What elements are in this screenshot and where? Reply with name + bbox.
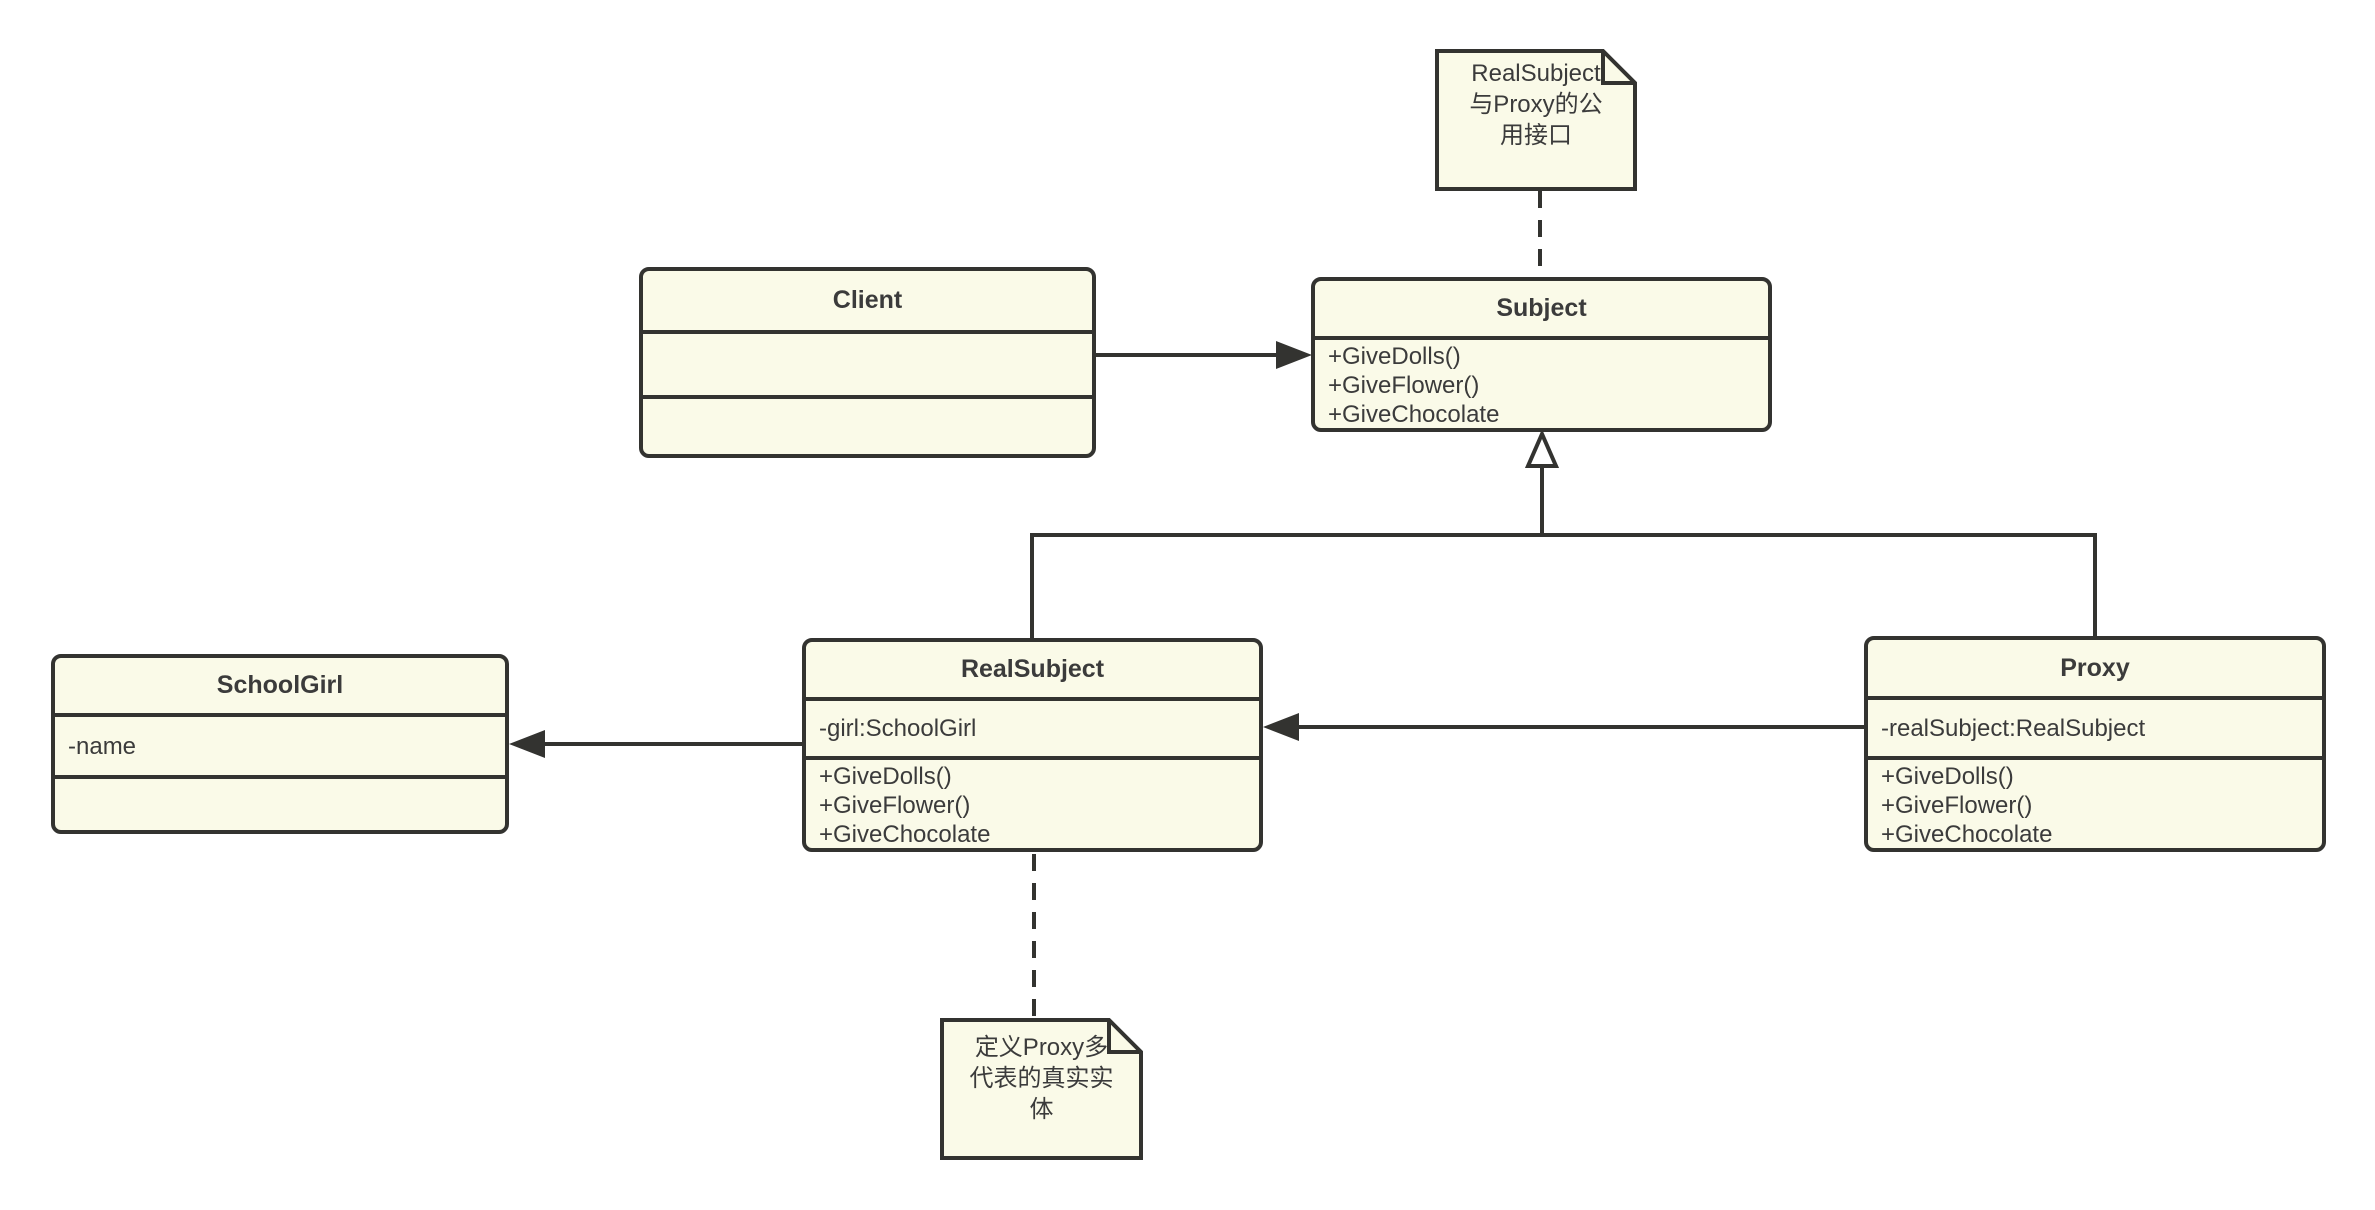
note-line: 用接口 (1500, 122, 1572, 149)
methods-compartment: +GiveDolls() +GiveFlower() +GiveChocolat… (1868, 756, 2322, 849)
attributes-compartment: -girl:SchoolGirl (806, 697, 1259, 756)
class-title: RealSubject (960, 655, 1105, 683)
method: +GiveChocolate (1881, 821, 2053, 848)
method: +GiveChocolate (819, 821, 991, 848)
arrowhead-icon (509, 730, 545, 758)
note-line: RealSubject (1471, 60, 1601, 87)
method: +GiveDolls() (819, 763, 952, 790)
class-client: Client (639, 267, 1096, 458)
note-shape-icon (1435, 49, 1637, 191)
association-realsubject-schoolgirl (509, 730, 802, 758)
attribute: -name (68, 732, 137, 760)
hollow-triangle-icon (1524, 429, 1560, 468)
note-line: 与Proxy的公 (1469, 91, 1603, 118)
note-subject-interface: RealSubject 与Proxy的公 用接口 (1435, 49, 1637, 191)
attributes-compartment (643, 330, 1092, 395)
class-title: SchoolGirl (216, 671, 344, 699)
attribute: -girl:SchoolGirl (819, 715, 977, 742)
methods-compartment: +GiveDolls() +GiveFlower() +GiveChocolat… (806, 756, 1259, 849)
class-title: Client (832, 286, 903, 314)
class-subject: Subject +GiveDolls() +GiveFlower() +Give… (1311, 277, 1772, 432)
attributes-compartment: -realSubject:RealSubject (1868, 696, 2322, 756)
note-shape-icon (940, 1018, 1143, 1160)
class-schoolgirl: SchoolGirl -name (51, 654, 509, 834)
arrowhead-icon (1263, 713, 1299, 741)
method: +GiveFlower() (819, 792, 971, 819)
note-line: 代表的真实实 (969, 1065, 1114, 1092)
note-real-entity: 定义Proxy多 代表的真实实 体 (940, 1018, 1143, 1160)
class-proxy: Proxy -realSubject:RealSubject +GiveDoll… (1864, 636, 2326, 852)
note-line: 体 (1029, 1096, 1054, 1123)
method: +GiveChocolate (1328, 401, 1500, 428)
association-client-subject (1096, 341, 1312, 369)
methods-compartment (643, 395, 1092, 454)
generalization-to-subject (1030, 429, 2097, 638)
class-realsubject: RealSubject -girl:SchoolGirl +GiveDolls(… (802, 638, 1263, 852)
arrowhead-icon (1276, 341, 1312, 369)
attributes-compartment: -name (55, 713, 505, 775)
association-proxy-realsubject (1263, 713, 1864, 741)
note-line: 定义Proxy多 (974, 1034, 1109, 1061)
attribute: -realSubject:RealSubject (1881, 714, 2146, 742)
method: +GiveDolls() (1328, 343, 1461, 370)
method: +GiveDolls() (1881, 763, 2014, 790)
method: +GiveFlower() (1881, 792, 2033, 819)
methods-compartment: +GiveDolls() +GiveFlower() +GiveChocolat… (1315, 336, 1768, 429)
class-title: Subject (1496, 294, 1587, 322)
methods-compartment (55, 775, 505, 830)
class-title: Proxy (2060, 653, 2130, 682)
method: +GiveFlower() (1328, 372, 1480, 399)
